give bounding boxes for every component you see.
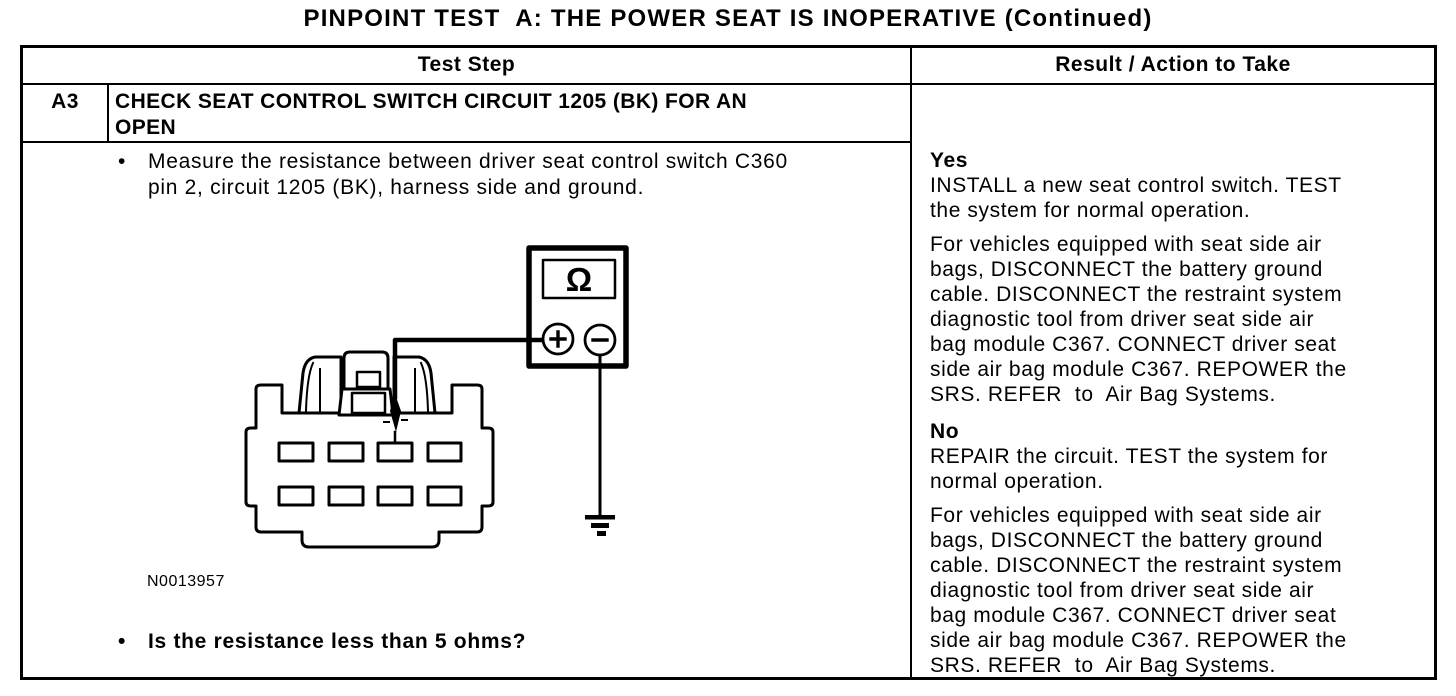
connector-latch-wings <box>297 355 437 415</box>
step-title: CHECK SEAT CONTROL SWITCH CIRCUIT 1205 (… <box>115 90 748 139</box>
step-content-cell: • Measure the resistance between driver … <box>23 143 910 678</box>
table-header-row: Test Step Result / Action to Take <box>23 48 1434 85</box>
step-a3-header-row: A3 CHECK SEAT CONTROL SWITCH CIRCUIT 120… <box>23 85 910 143</box>
measurement-diagram: Ω <box>244 245 629 549</box>
result-no-action: REPAIR the circuit. TEST the system for … <box>930 445 1329 493</box>
result-yes-label: Yes <box>930 149 969 172</box>
bullet-icon: • <box>118 150 127 173</box>
connector-latch-tower <box>337 350 395 417</box>
step-question-text: Is the resistance less than 5 ohms? <box>148 630 527 653</box>
result-yes-action: INSTALL a new seat control switch. TEST … <box>930 174 1342 222</box>
result-no-note: For vehicles equipped with seat side air… <box>930 504 1347 677</box>
step-question: • Is the resistance less than 5 ohms? <box>118 629 526 655</box>
bullet-icon: • <box>118 630 127 653</box>
pinpoint-test-table: Test Step Result / Action to Take A3 CHE… <box>20 45 1437 680</box>
ground-icon <box>585 515 615 536</box>
column-header-test-step: Test Step <box>23 48 912 83</box>
result-yes-note: For vehicles equipped with seat side air… <box>930 233 1347 406</box>
test-lead-wire <box>392 337 559 400</box>
figure-label: N0013957 <box>147 573 225 590</box>
ohmmeter-display-symbol: Ω <box>566 261 592 298</box>
step-instruction: • Measure the resistance between driver … <box>118 149 788 201</box>
positive-terminal-icon <box>541 322 575 356</box>
result-action-column: Yes INSTALL a new seat control switch. T… <box>912 85 1434 678</box>
step-id: A3 <box>23 85 109 141</box>
negative-terminal-icon <box>583 323 617 357</box>
connector-pin-slots <box>277 441 463 507</box>
ohmmeter-drawing: Ω <box>526 245 629 369</box>
result-no-label: No <box>930 420 960 443</box>
connector-drawing <box>244 350 495 549</box>
step-instruction-text: Measure the resistance between driver se… <box>148 150 788 199</box>
test-probe-icon <box>383 394 408 445</box>
column-header-result-action: Result / Action to Take <box>1055 53 1291 76</box>
page-title: PINPOINT TEST A: THE POWER SEAT IS INOPE… <box>303 5 1153 32</box>
table-body-row: A3 CHECK SEAT CONTROL SWITCH CIRCUIT 120… <box>23 85 1434 678</box>
test-step-column: A3 CHECK SEAT CONTROL SWITCH CIRCUIT 120… <box>23 85 912 678</box>
